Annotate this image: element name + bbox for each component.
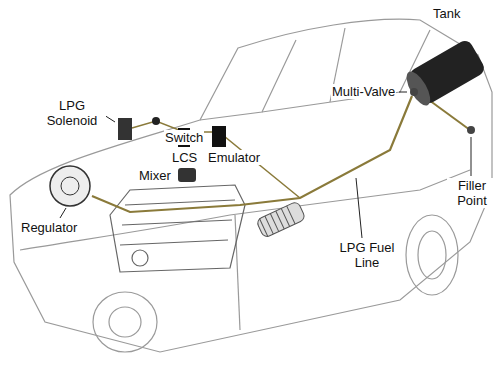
leader [471,137,472,176]
muffler [256,201,306,239]
multi-valve [410,88,418,96]
part-label: LCS [171,150,198,165]
car-outline [10,19,492,352]
engine-block [110,185,245,272]
rear-wheel [406,215,458,295]
tank-end [402,68,435,109]
part-label: Multi-Valve [331,84,396,99]
side-window [262,30,430,112]
part-label: LPG Solenoid [38,98,106,128]
emulator-box [212,126,226,147]
part-label: Filler Point [447,178,497,208]
engine [110,185,245,272]
front-wheel [93,292,157,352]
muffler-ribs [259,206,295,237]
fuel-line [92,96,412,212]
part-label: Switch [164,130,204,145]
leader [356,178,362,238]
part-label: Tank [432,6,461,21]
lpg-system [50,38,487,212]
tank [402,38,487,109]
exhaust [256,201,306,239]
leader-lines [60,92,471,238]
leader [60,208,66,218]
solenoid [118,118,132,140]
switch [152,117,160,125]
wiring [132,121,300,198]
regulator-cap [61,177,79,195]
mixer [178,168,196,182]
pulley [132,250,148,266]
leader [399,92,407,93]
part-label: LPG Fuel Line [330,240,404,270]
part-label: Emulator [207,150,261,165]
door-line [235,215,240,330]
filler-point [467,126,475,134]
regulator [50,166,90,206]
windshield [200,40,296,120]
part-label: Regulator [20,220,78,235]
rear-hub [418,231,446,279]
part-label: Mixer [138,168,172,183]
car-body [10,19,492,352]
front-hub [109,307,141,337]
